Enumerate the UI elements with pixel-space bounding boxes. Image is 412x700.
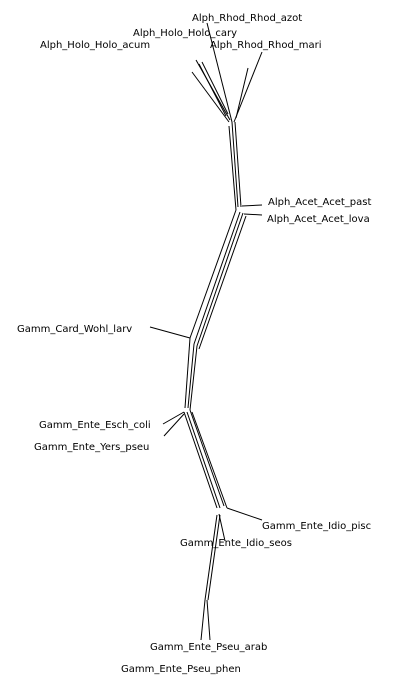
label-esch-coli: Gamm_Ente_Esch_coli: [39, 420, 151, 431]
edge-band-2: [193, 211, 241, 345]
network-edges: [149, 22, 263, 641]
edge-pseu-phen: [200, 599, 206, 641]
label-idio-seos: Gamm_Ente_Idio_seos: [180, 538, 292, 549]
edge-idio-pisc: [226, 507, 263, 521]
edge-trunk-mid-1: [184, 337, 191, 409]
edge-acet-past: [241, 204, 263, 207]
edge-rhod-azot: [206, 22, 233, 123]
label-pseu-arab: Gamm_Ente_Pseu_arab: [150, 642, 267, 653]
label-acet-lova: Alph_Acet_Acet_lova: [267, 214, 370, 225]
label-acet-past: Alph_Acet_Acet_past: [268, 197, 371, 208]
label-holo-acum: Alph_Holo_Holo_acum: [40, 40, 150, 51]
edge-lower-3: [189, 409, 225, 507]
edge-lower-trunk-1: [204, 514, 218, 601]
edge-trunk-mid-3: [189, 345, 198, 411]
edge-trunk-mid-2: [187, 343, 195, 409]
edge-lower-1: [183, 411, 218, 509]
edge-top-box-2: [201, 61, 229, 115]
label-holo-cary: Alph_Holo_Holo_cary: [133, 28, 237, 39]
edge-holo-acum: [191, 71, 230, 123]
label-rhod-mari: Alph_Rhod_Rhod_mari: [210, 40, 322, 51]
edge-band-4: [198, 215, 247, 350]
label-rhod-azot: Alph_Rhod_Rhod_azot: [192, 13, 302, 24]
label-pseu-phen: Gamm_Ente_Pseu_phen: [121, 664, 241, 675]
edge-top-box-3: [235, 67, 249, 119]
label-idio-pisc: Gamm_Ente_Idio_pisc: [262, 521, 371, 532]
edge-rhod-mari: [233, 51, 263, 123]
edge-lower-2: [186, 411, 221, 509]
edge-band-1: [189, 209, 237, 339]
label-yers-pseu: Gamm_Ente_Yers_pseu: [34, 442, 149, 453]
edge-top-box-1: [198, 63, 227, 117]
edge-pseu-arab: [206, 599, 211, 641]
edge-wohl-larv: [149, 326, 191, 339]
edge-lower-trunk-2: [207, 514, 221, 601]
edge-trunk-top-2: [234, 121, 242, 208]
taxon-labels: Alph_Rhod_Rhod_azot Alph_Holo_Holo_cary …: [17, 13, 371, 675]
edge-esch-coli: [162, 411, 185, 425]
edge-yers-pseu: [163, 413, 185, 437]
label-wohl-larv: Gamm_Card_Wohl_larv: [17, 324, 132, 335]
edge-band-3: [196, 212, 244, 347]
edge-trunk-top-3: [228, 125, 237, 211]
edge-acet-lova: [243, 213, 263, 216]
edge-trunk-top-1: [231, 121, 239, 208]
edge-lower-4: [191, 411, 228, 509]
